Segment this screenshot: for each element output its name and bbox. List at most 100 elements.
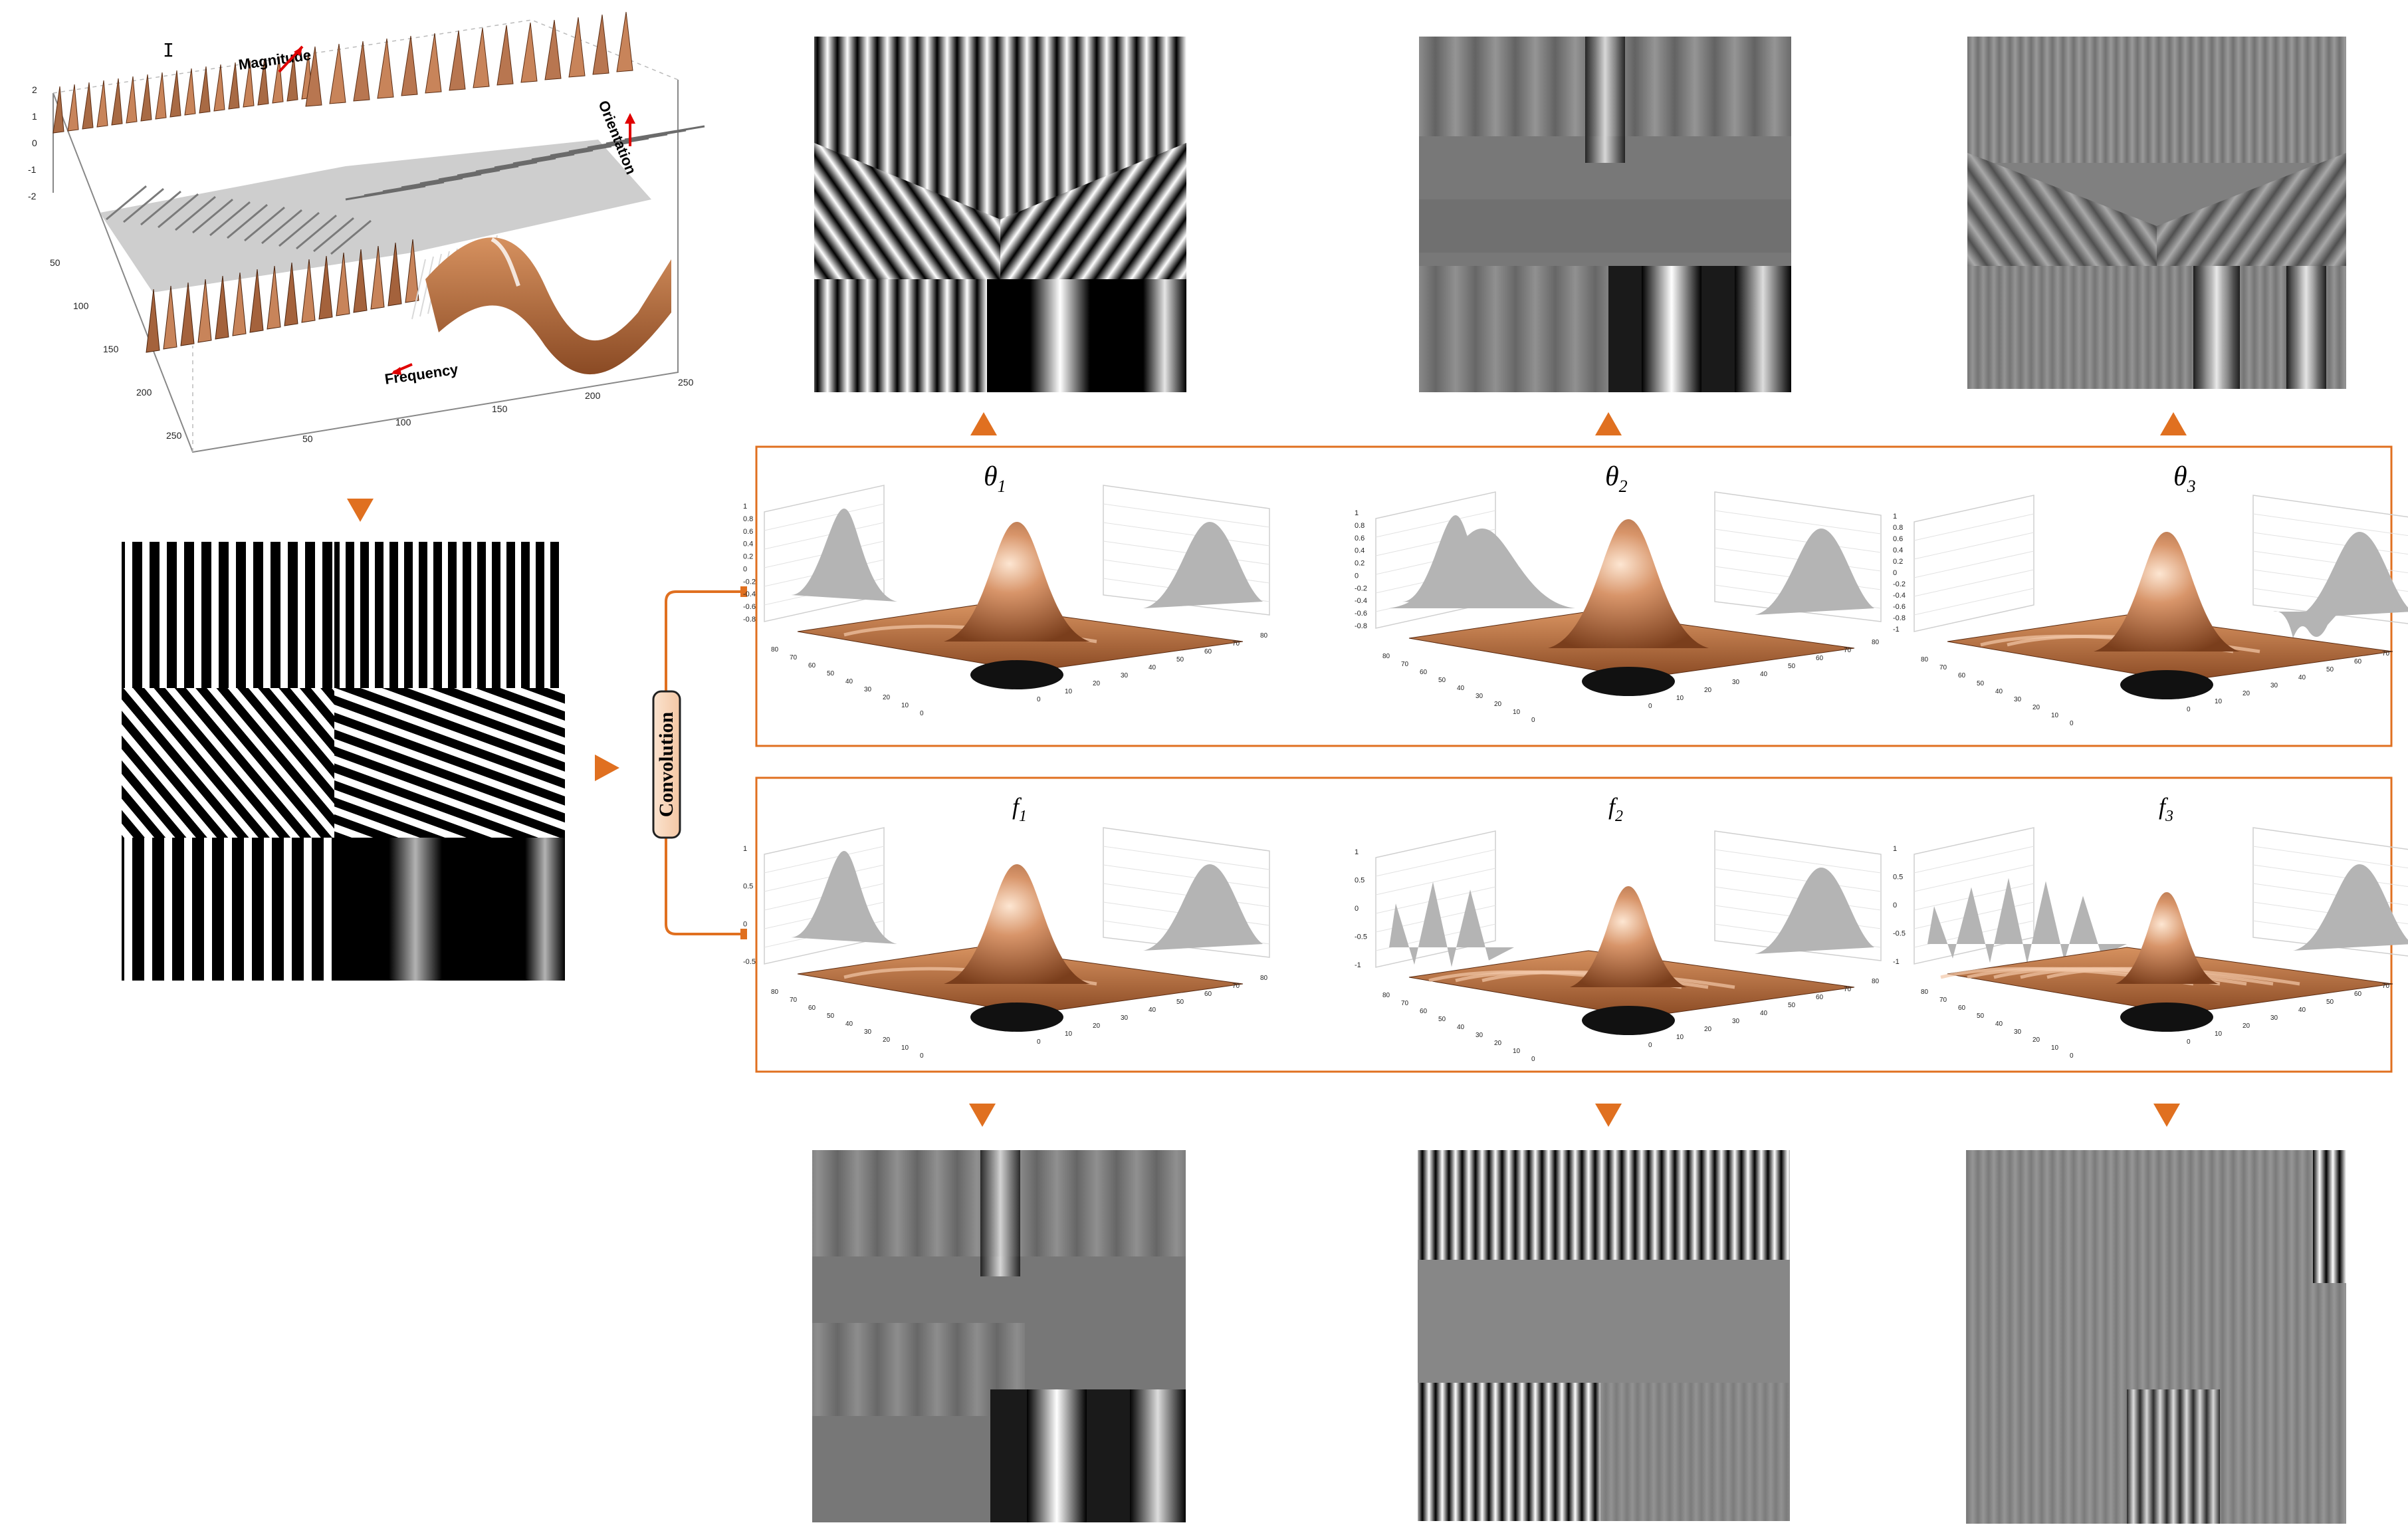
kernel-z-tick: 1 — [1355, 848, 1359, 856]
arrow-down-icon — [2153, 1104, 2180, 1127]
surface-ridge — [158, 193, 199, 229]
surface-ridge — [411, 259, 426, 320]
kernel-z-tick: 0.6 — [1893, 535, 1903, 543]
surface-ridge — [140, 74, 152, 122]
surface-ridge — [329, 43, 346, 104]
surface-ridge — [96, 80, 108, 128]
z-tick: 1 — [32, 111, 37, 122]
surface-ridge — [353, 41, 370, 102]
z-tick: -1 — [28, 164, 37, 175]
kernel-x-tick: 20 — [2243, 690, 2250, 697]
kernel-x-tick: 40 — [2298, 674, 2306, 681]
kernel-plot: 10.80.60.40.20-0.2-0.4-0.6-0.88070605040… — [743, 485, 1270, 717]
kernel-y-tick: 0 — [1531, 717, 1535, 724]
kernel-z-tick: -0.8 — [743, 616, 756, 624]
kernel-x-tick: 50 — [1788, 1002, 1796, 1009]
surface-ridge — [184, 68, 196, 116]
kernel-x-tick: 20 — [1093, 1022, 1101, 1030]
y-tick: 150 — [103, 344, 119, 354]
kernel-z-tick: 0.5 — [743, 883, 753, 891]
kernel-y-tick: 10 — [2051, 1044, 2059, 1052]
kernel-plot: 10.50-0.58070605040302010001020304050607… — [743, 827, 1270, 1060]
kernel-x-tick: 0 — [1648, 703, 1652, 710]
kernel-x-tick: 70 — [1844, 986, 1852, 993]
kernel-x-tick: 30 — [1121, 1014, 1129, 1022]
surface-ridge — [163, 285, 177, 350]
kernel-z-tick: -0.2 — [1355, 584, 1367, 592]
surface-ridge — [568, 17, 586, 78]
kernel-y-tick: 70 — [790, 997, 798, 1004]
surface-ridge — [53, 86, 64, 134]
surface-ridge — [387, 242, 402, 306]
kernel-x-tick: 10 — [1065, 688, 1073, 695]
f-3-response-map — [1966, 1150, 2346, 1524]
surface-ridge — [318, 255, 333, 320]
surface-ridge — [111, 78, 123, 126]
kernel-x-tick: 50 — [2326, 999, 2334, 1006]
kernel-z-tick: 0.4 — [1893, 546, 1903, 554]
kernel-y-tick: 80 — [1921, 656, 1929, 663]
kernel-y-tick: 30 — [864, 1028, 872, 1036]
surface-ridge — [330, 219, 372, 255]
kernel-z-tick: 0.8 — [1355, 522, 1365, 530]
f-2-response-map — [1418, 1150, 1790, 1521]
kernel-z-tick: 0.5 — [1355, 877, 1365, 885]
kernel-z-tick: -0.2 — [1893, 580, 1906, 588]
kernel-y-tick: 60 — [808, 1005, 816, 1012]
kernel-y-tick: 70 — [1939, 664, 1947, 671]
surface-ridge — [257, 58, 269, 106]
kernel-y-tick: 80 — [771, 989, 779, 996]
kernel-x-tick: 0 — [2187, 1038, 2191, 1046]
kernel-x-tick: 40 — [1149, 664, 1156, 671]
kernel-x-tick: 20 — [2243, 1022, 2250, 1030]
kernel-x-tick: 40 — [1760, 1010, 1768, 1017]
convolution-block: Convolution — [652, 586, 747, 939]
kernel-x-tick: 40 — [1149, 1006, 1156, 1014]
kernel-y-tick: 10 — [2051, 712, 2059, 719]
surface-ridge — [244, 206, 285, 242]
kernel-z-tick: 0 — [1893, 569, 1897, 577]
surface-ridge — [261, 209, 302, 245]
surface-ridge — [67, 84, 79, 132]
kernel-y-tick: 60 — [1420, 1008, 1428, 1015]
surface-ridge — [401, 35, 418, 96]
surface-ridges-back — [53, 11, 633, 134]
surface-ridge — [243, 60, 255, 108]
f-3-title: f3 — [2159, 793, 2173, 825]
surface-ridge — [267, 265, 281, 330]
kernel-x-tick: 20 — [1093, 680, 1101, 687]
kernel-y-tick: 20 — [1494, 701, 1502, 708]
x-tick: 150 — [492, 404, 508, 414]
kernel-plot: 10.80.60.40.20-0.2-0.4-0.6-0.88070605040… — [1355, 491, 1882, 724]
surface-ridge — [449, 30, 466, 91]
input-surface-plot: I Magnitude Orientation Frequency 2 1 0 … — [28, 11, 705, 453]
y-tick: 250 — [166, 430, 182, 441]
kernel-y-tick: 20 — [2032, 704, 2040, 711]
kernel-y-tick: 70 — [1401, 661, 1409, 668]
kernel-z-tick: 0 — [1355, 572, 1359, 580]
kernel-z-tick: -0.5 — [1355, 933, 1367, 941]
surface-ridge — [180, 282, 195, 346]
kernel-z-tick: 0.8 — [1893, 524, 1903, 532]
arrow-down-icon — [969, 1104, 996, 1127]
kernel-plot: 10.50-0.5-180706050403020100010203040506… — [1893, 827, 2408, 1060]
theta-1-title: θ1 — [984, 461, 1006, 496]
surface-title: I — [163, 39, 174, 61]
surface-ridge — [353, 249, 368, 313]
kernel-x-tick: 0 — [1648, 1042, 1652, 1049]
kernel-z-tick: 0.2 — [743, 553, 753, 561]
f-1-response-map — [812, 1150, 1186, 1522]
surface-ridge — [155, 72, 167, 120]
surface-ridge — [496, 25, 514, 86]
kernel-y-tick: 50 — [827, 670, 835, 677]
kernel-y-tick: 60 — [1420, 669, 1428, 676]
kernel-y-tick: 20 — [883, 1036, 891, 1044]
kernel-x-tick: 70 — [2382, 983, 2390, 990]
kernel-x-tick: 80 — [1872, 639, 1880, 646]
kernel-y-tick: 40 — [845, 1020, 853, 1028]
surface-ridge — [544, 19, 562, 80]
kernel-y-tick: 50 — [827, 1012, 835, 1020]
surface-ridges-mid — [106, 125, 705, 255]
kernel-x-tick: 60 — [1204, 991, 1212, 998]
kernel-y-tick: 70 — [790, 654, 798, 661]
